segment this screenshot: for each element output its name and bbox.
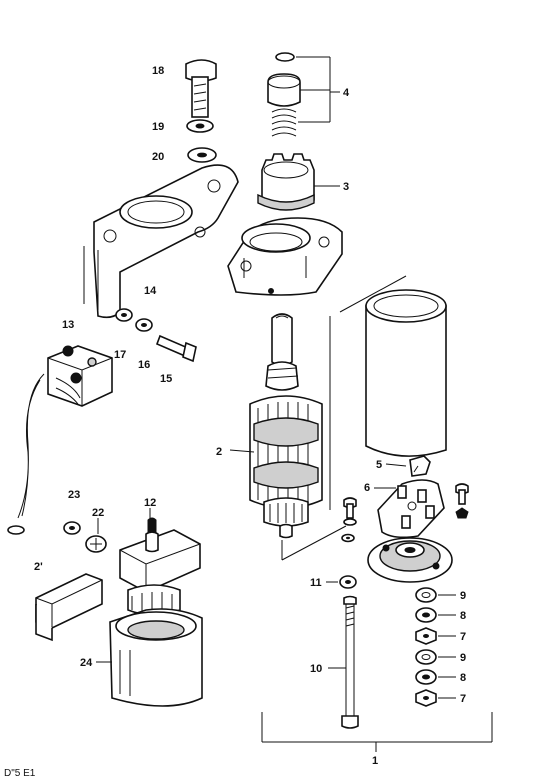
figure-code: D"5 E1 <box>4 768 36 779</box>
part-11-washer <box>326 575 357 589</box>
part-5-brush <box>385 455 431 477</box>
part-12-starter-solenoid <box>119 508 201 616</box>
callout-23: 23 <box>68 489 80 501</box>
part-8-washer-b <box>415 669 456 685</box>
part-yoke-cylinder <box>365 289 447 457</box>
part-1-assembly-bracket <box>261 712 493 752</box>
part-20-washer <box>187 147 217 163</box>
part-21-bracket <box>35 573 103 642</box>
callout-7-upper: 7 <box>460 631 466 643</box>
part-4-clutch-kit <box>267 52 340 137</box>
callout-14: 14 <box>144 285 157 297</box>
callout-24: 24 <box>80 657 93 669</box>
part-2-armature <box>229 275 407 561</box>
callout-20: 20 <box>152 151 164 163</box>
callout-19: 19 <box>152 121 164 133</box>
callout-8-upper: 8 <box>460 610 466 622</box>
part-3-pinion-gear <box>257 153 340 211</box>
callout-16: 16 <box>138 359 150 371</box>
callout-4: 4 <box>343 87 350 99</box>
part-end-cover <box>367 537 453 583</box>
part-15-bolt <box>155 334 197 363</box>
part-9-washer-a <box>415 587 456 603</box>
part-starter-front-housing <box>227 217 343 296</box>
part-19-washer <box>186 119 214 133</box>
brush-plate-screws <box>341 483 469 543</box>
callout-10: 10 <box>310 663 322 675</box>
callout-18: 18 <box>152 65 164 77</box>
part-7-nut-a <box>415 627 456 645</box>
callout-17: 17 <box>114 349 126 361</box>
callout-9-upper: 9 <box>460 590 466 602</box>
callout-13: 13 <box>62 319 74 331</box>
part-6-brush-holder <box>374 479 445 539</box>
callout-7-lower: 7 <box>460 693 466 705</box>
part-16-lock-washer <box>135 318 153 332</box>
part-23-washer <box>63 521 81 535</box>
part-24-boot <box>96 608 203 707</box>
part-17-washer <box>115 308 133 322</box>
callout-labels: 18 19 20 4 3 14 13 17 16 15 2 5 6 12 23 … <box>34 65 466 767</box>
callout-22: 22 <box>92 507 104 519</box>
callout-12: 12 <box>144 497 156 509</box>
callout-15: 15 <box>160 373 172 385</box>
part-18-bolt <box>185 59 217 118</box>
callout-9-lower: 9 <box>460 652 466 664</box>
callout-3: 3 <box>343 181 349 193</box>
callout-1: 1 <box>372 755 378 767</box>
part-14-bracket <box>83 164 239 319</box>
part-10-through-bolt <box>328 595 359 729</box>
callout-2: 2 <box>216 446 222 458</box>
part-7-nut-b <box>415 689 456 707</box>
callout-8-lower: 8 <box>460 672 466 684</box>
part-22-screw <box>85 518 107 553</box>
part-9-washer-b <box>415 649 456 665</box>
callout-21: 2' <box>34 561 43 573</box>
callout-6: 6 <box>364 482 370 494</box>
callout-5: 5 <box>376 459 382 471</box>
callout-11: 11 <box>310 577 322 589</box>
part-13-solenoid <box>7 345 113 535</box>
part-8-washer-a <box>415 607 456 623</box>
